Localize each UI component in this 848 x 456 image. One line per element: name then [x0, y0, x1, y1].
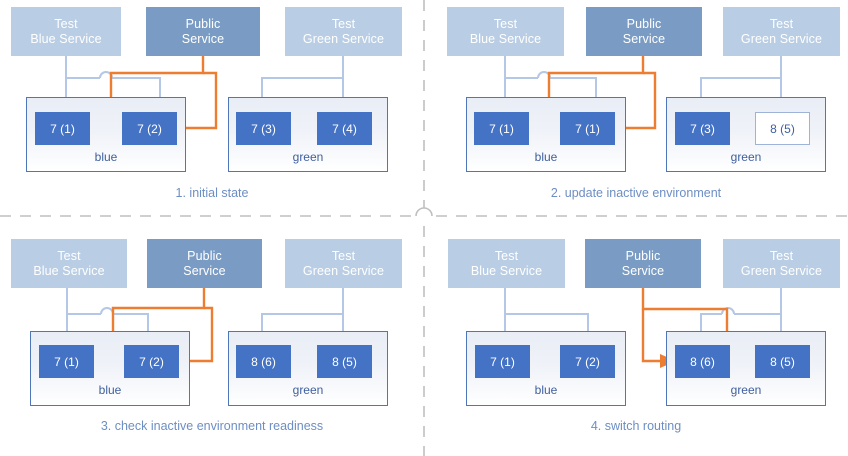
pod-label: 7 (1) — [490, 354, 515, 369]
panel-3-green-pod-2[interactable]: 8 (5) — [317, 345, 372, 378]
pod-label: 7 (2) — [575, 354, 600, 369]
pod-label: 7 (2) — [137, 121, 162, 136]
panel-4-green-pod-1[interactable]: 8 (6) — [675, 345, 730, 378]
panel-4-green-env-label: green — [730, 383, 762, 397]
pod-label: 7 (1) — [489, 121, 514, 136]
panel-1-blue-pod-1[interactable]: 7 (1) — [35, 112, 90, 145]
panel-3-green-env-label: green — [292, 383, 324, 397]
panel-2-blue-pod-2[interactable]: 7 (1) — [560, 112, 615, 145]
pod-label: 7 (3) — [690, 121, 715, 136]
panel-1-blue-env-label: blue — [94, 150, 118, 164]
panel-3-blue-pod-1[interactable]: 7 (1) — [39, 345, 94, 378]
panel-2-green-pod-1[interactable]: 7 (3) — [675, 112, 730, 145]
panel-1-green-pod-1[interactable]: 7 (3) — [236, 112, 291, 145]
pod-label: 7 (3) — [251, 121, 276, 136]
panel-1-green-pod-2[interactable]: 7 (4) — [317, 112, 372, 145]
panel-2-blue-env-label: blue — [534, 150, 558, 164]
pod-label: 7 (1) — [54, 354, 79, 369]
pod-label: 8 (5) — [770, 121, 795, 136]
panel-3-caption: 3. check inactive environment readiness — [100, 419, 324, 433]
panel-1-blue-pod-2[interactable]: 7 (2) — [122, 112, 177, 145]
panel-4-blue-pod-2[interactable]: 7 (2) — [560, 345, 615, 378]
pod-label: 7 (1) — [50, 121, 75, 136]
panel-3-green-pod-1[interactable]: 8 (6) — [236, 345, 291, 378]
panel-3-blue-pod-2[interactable]: 7 (2) — [124, 345, 179, 378]
pod-label: 8 (6) — [690, 354, 715, 369]
panel-4-green-pod-2[interactable]: 8 (5) — [755, 345, 810, 378]
panel-1-caption: 1. initial state — [175, 186, 249, 200]
panel-4-blue-env-label: blue — [534, 383, 558, 397]
pod-label: 7 (1) — [575, 121, 600, 136]
panel-4-blue-pod-1[interactable]: 7 (1) — [475, 345, 530, 378]
panel-2-green-pod-2[interactable]: 8 (5) — [755, 112, 810, 145]
pod-label: 8 (6) — [251, 354, 276, 369]
panel-2-blue-pod-1[interactable]: 7 (1) — [474, 112, 529, 145]
pod-label: 7 (2) — [139, 354, 164, 369]
panel-1-green-env-label: green — [292, 150, 324, 164]
pod-label: 7 (4) — [332, 121, 357, 136]
panel-2-green-env-label: green — [730, 150, 762, 164]
pod-label: 8 (5) — [770, 354, 795, 369]
panel-4-caption: 4. switch routing — [590, 419, 682, 433]
panel-2-caption: 2. update inactive environment — [550, 186, 722, 200]
panel-3-blue-env-label: blue — [98, 383, 122, 397]
pod-label: 8 (5) — [332, 354, 357, 369]
